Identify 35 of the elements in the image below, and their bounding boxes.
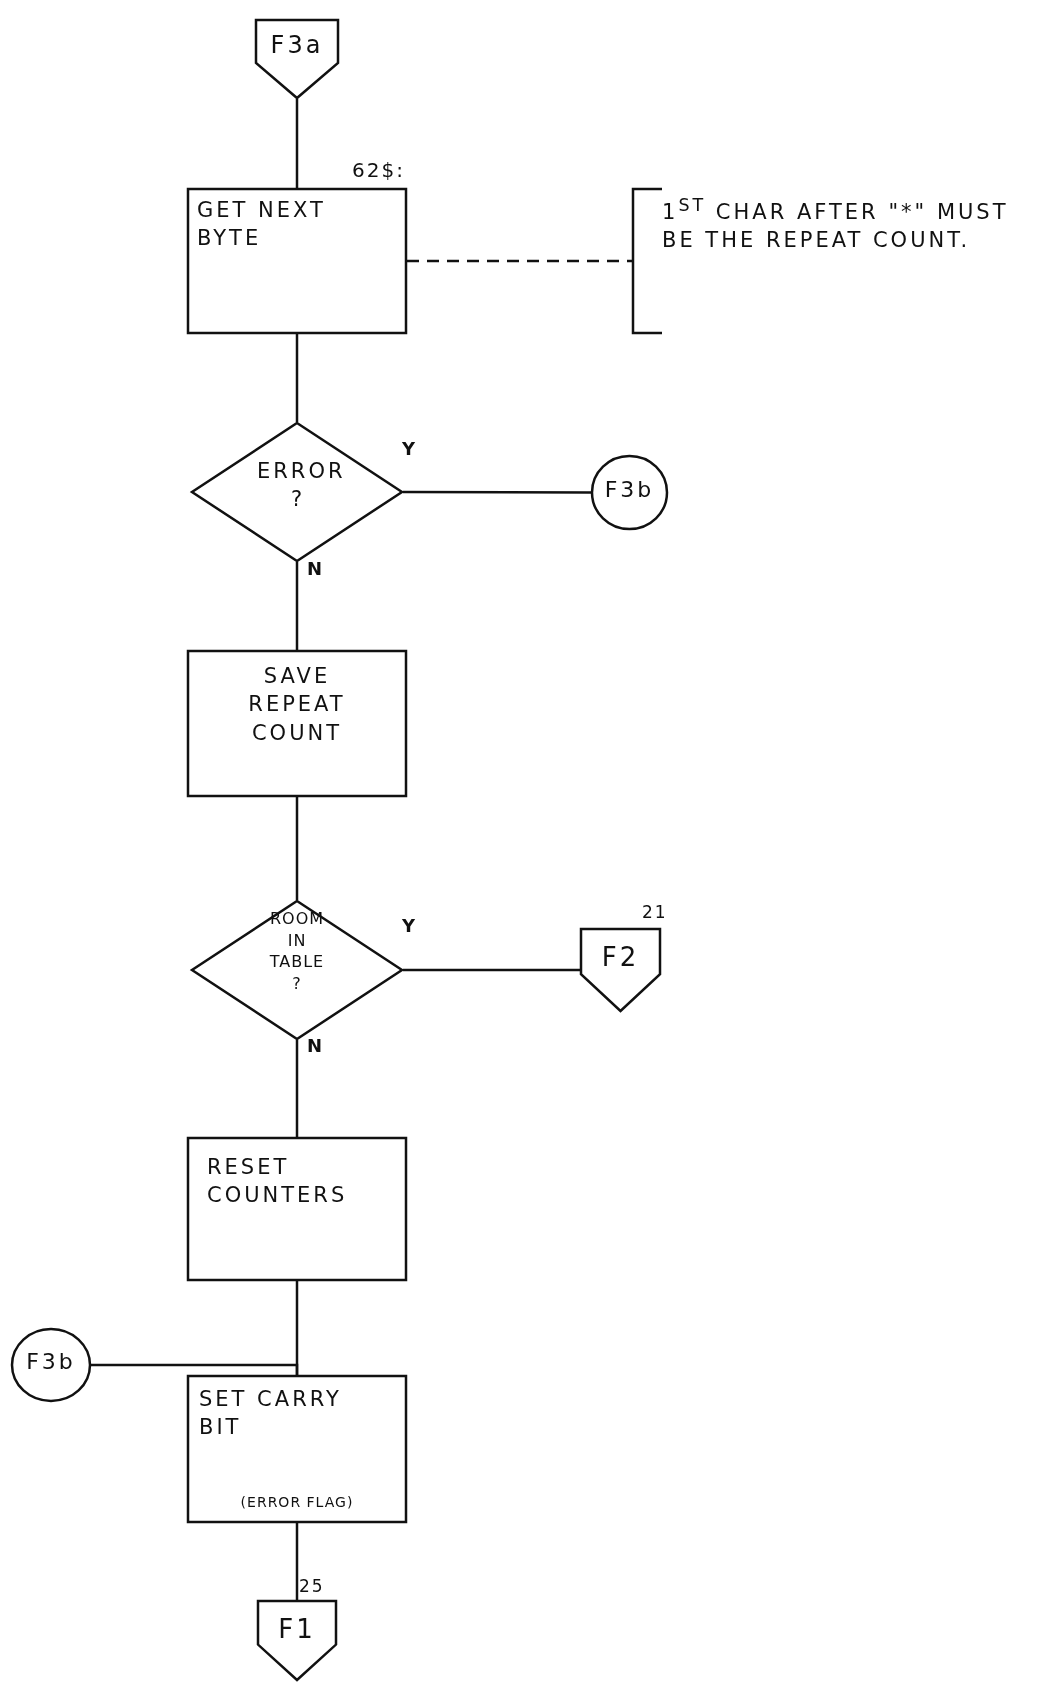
flow-line: [403, 968, 580, 972]
flow-line: [295, 334, 299, 422]
step-text: (ERROR FLAG): [239, 1493, 355, 1512]
step-text: GET NEXT BYTE: [197, 197, 327, 253]
flow-line: [295, 797, 299, 900]
decision-diamond: [191, 422, 403, 562]
step-text: RESET COUNTERS: [207, 1154, 349, 1210]
connector-label: F2: [600, 941, 641, 974]
step-label: 62$:: [352, 158, 405, 182]
process-box: [187, 1137, 407, 1281]
page-reference: 25: [299, 1576, 325, 1596]
connector-label: F3b: [603, 476, 656, 504]
connector-label: F1: [277, 1613, 317, 1646]
annotation-text: 1$^{ST}$ CHAR AFTER "*" MUST BE THE REPEAT COUNT.: [662, 194, 1010, 255]
connector-circle: [11, 1328, 91, 1402]
flow-line: [295, 562, 299, 650]
step-text: ROOM IN TABLE ?: [268, 908, 326, 995]
connector-circle: [591, 455, 668, 530]
edge-label: Y: [400, 440, 418, 458]
process-box: [187, 1375, 407, 1523]
flow-line: [295, 99, 299, 188]
flow-line: [403, 490, 591, 494]
page-reference: 21: [642, 902, 668, 922]
connector-label: F3a: [269, 30, 325, 61]
step-text: SAVE REPEAT COUNT: [247, 663, 347, 747]
decision-diamond: [191, 900, 403, 1040]
process-box: [187, 650, 407, 797]
edge-label: Y: [400, 917, 418, 935]
flow-line: [295, 1523, 299, 1600]
off-page-connector: [255, 19, 339, 99]
flow-line: [295, 1040, 299, 1137]
connector-label: F3b: [25, 1348, 77, 1376]
flow-line: [91, 1363, 299, 1375]
dashed-connector: [407, 259, 632, 263]
step-text: SET CARRY BIT: [199, 1386, 343, 1442]
